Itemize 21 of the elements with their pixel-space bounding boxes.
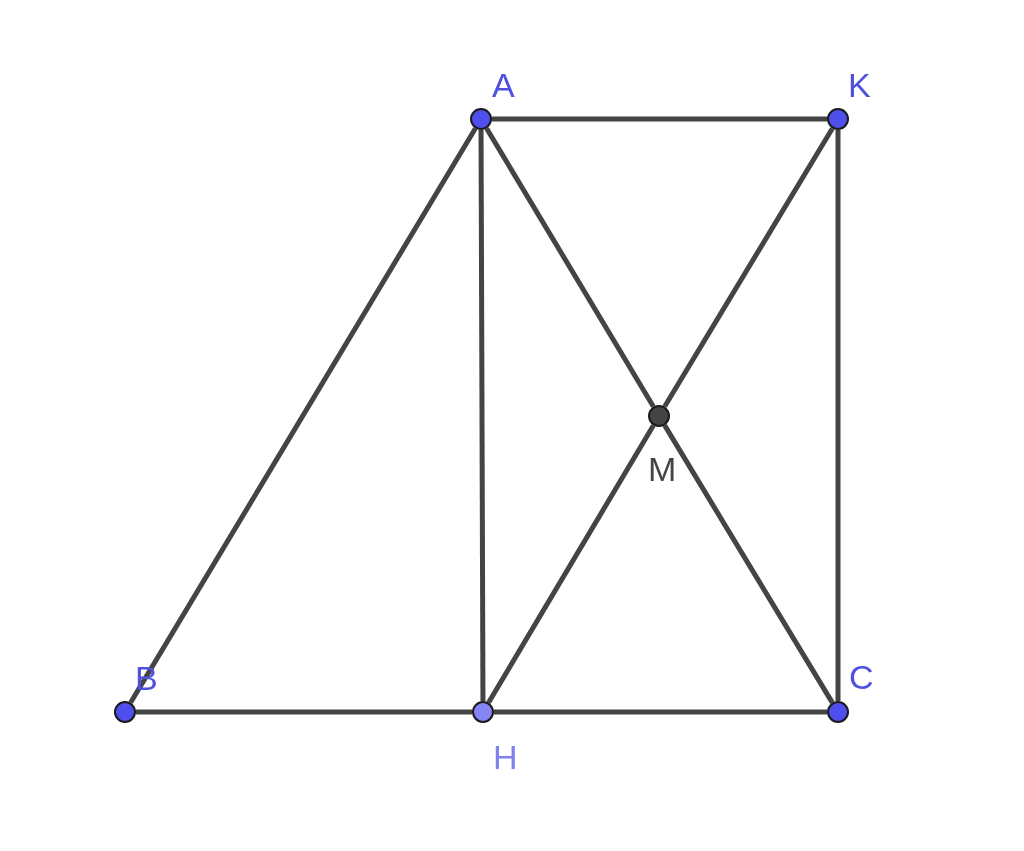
point-dot: [827, 108, 849, 130]
point-label: A: [492, 68, 515, 102]
line-segment: [494, 709, 827, 715]
line-segment: [835, 130, 841, 701]
point-dot: [827, 701, 849, 723]
line-segment: [662, 127, 835, 408]
point-dot: [648, 405, 670, 427]
point-label: C: [849, 660, 874, 694]
point-label: K: [848, 68, 871, 102]
point-dot: [114, 701, 136, 723]
point-label: H: [493, 740, 518, 774]
line-segment: [662, 424, 835, 704]
line-segment: [128, 127, 478, 704]
point-dot: [472, 701, 494, 723]
line-segment: [492, 116, 827, 122]
line-segment: [478, 130, 486, 701]
point-dot: [470, 108, 492, 130]
line-segment: [486, 424, 656, 704]
line-segment: [136, 709, 472, 715]
point-label: M: [648, 452, 677, 486]
line-segment: [484, 127, 656, 408]
